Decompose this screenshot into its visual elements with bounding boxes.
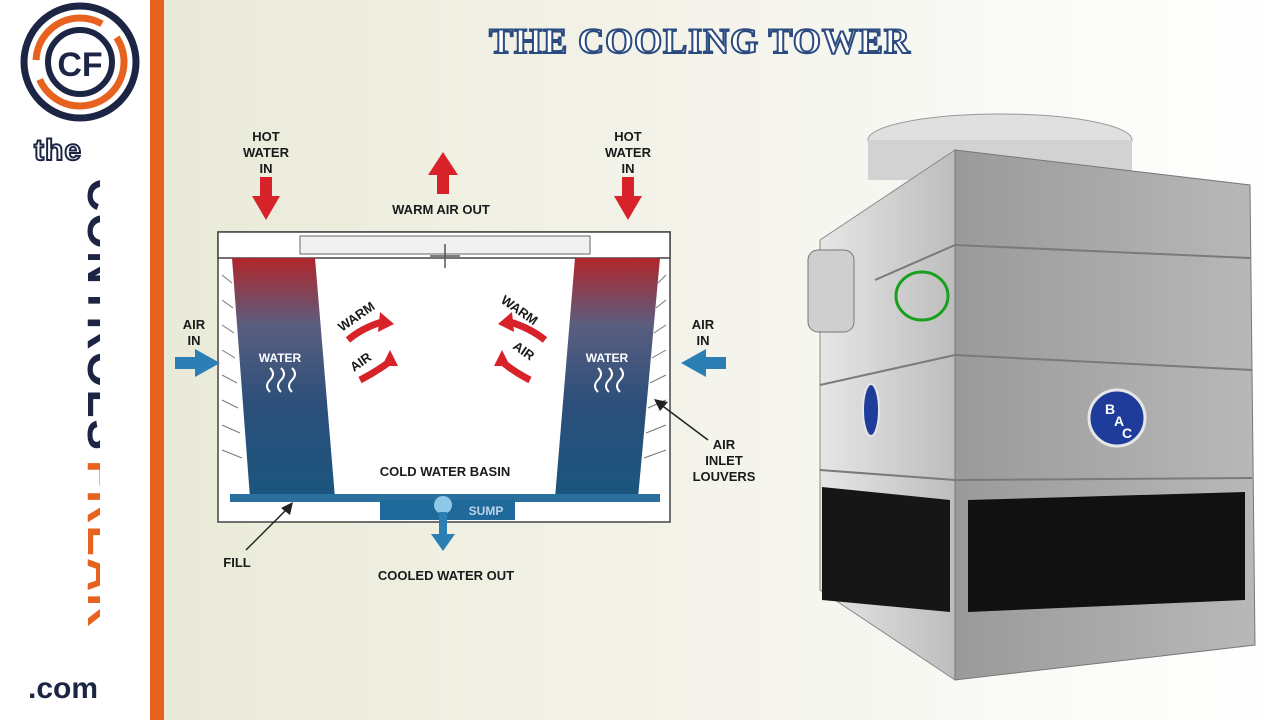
left-air-in-label-1: AIR — [183, 317, 206, 332]
cold-water-basin-label: COLD WATER BASIN — [380, 464, 510, 479]
badge-b: B — [1105, 401, 1115, 417]
louvers-label-2: INLET — [705, 453, 743, 468]
brand-vertical-text: CONTROLS FREAK — [78, 178, 100, 628]
right-hot-label: HOT — [614, 129, 642, 144]
left-water-in-label: WATER — [243, 145, 290, 160]
brand-dotcom: .com — [28, 672, 99, 705]
left-hot-water-arrow-icon — [252, 177, 280, 220]
left-water-label: WATER — [259, 351, 302, 365]
right-air-in-label-2: IN — [697, 333, 710, 348]
brand-controls: CONTROLS — [78, 178, 100, 452]
brand-sidebar: CF the CONTROLS FREAK .com — [0, 0, 150, 720]
right-air-in-label-1: AIR — [692, 317, 715, 332]
brand-the: the — [33, 133, 82, 168]
louvers-label-1: AIR — [713, 437, 736, 452]
highlight-circle — [894, 270, 950, 322]
fill-label: FILL — [223, 555, 250, 570]
sump-label: SUMP — [469, 504, 504, 518]
right-air-in-arrow-icon — [681, 349, 726, 377]
cooled-water-out-arrow-icon — [431, 512, 455, 551]
left-louvers — [221, 274, 243, 459]
brand-freak: FREAK — [78, 460, 100, 628]
left-hot-label: HOT — [252, 129, 280, 144]
orange-stripe — [150, 0, 164, 720]
right-water-label: WATER — [586, 351, 629, 365]
side-air-inlet — [822, 487, 950, 612]
left-air-in-label-2: IN — [188, 333, 201, 348]
sump-outlet — [434, 496, 452, 514]
cooled-water-out-label: COOLED WATER OUT — [378, 568, 514, 583]
louvers-label-3: LOUVERS — [693, 469, 756, 484]
bac-badge — [1087, 388, 1147, 448]
left-air-in-arrow-icon — [175, 349, 220, 377]
side-badge-icon — [862, 383, 880, 437]
right-fill — [555, 258, 660, 498]
slide-title: THE COOLING TOWER — [488, 20, 911, 62]
brand-logo: CF — [20, 2, 140, 122]
fill-leader-line — [245, 507, 289, 551]
warm-air-out-label: WARM AIR OUT — [392, 202, 490, 217]
right-water-in-label: WATER — [605, 145, 652, 160]
logo-initials: CF — [57, 46, 102, 84]
left-heat-waves-icon — [266, 367, 296, 393]
fan-motor — [807, 249, 855, 333]
left-in-label: IN — [260, 161, 273, 176]
right-heat-waves-icon — [594, 367, 624, 393]
front-air-inlet — [968, 492, 1245, 612]
right-in-label: IN — [622, 161, 635, 176]
right-hot-water-arrow-icon — [614, 177, 642, 220]
badge-a: A — [1114, 413, 1124, 429]
badge-c: C — [1122, 425, 1132, 441]
louvers-leader-line — [659, 403, 709, 441]
warm-air-out-arrow-icon — [428, 152, 458, 194]
